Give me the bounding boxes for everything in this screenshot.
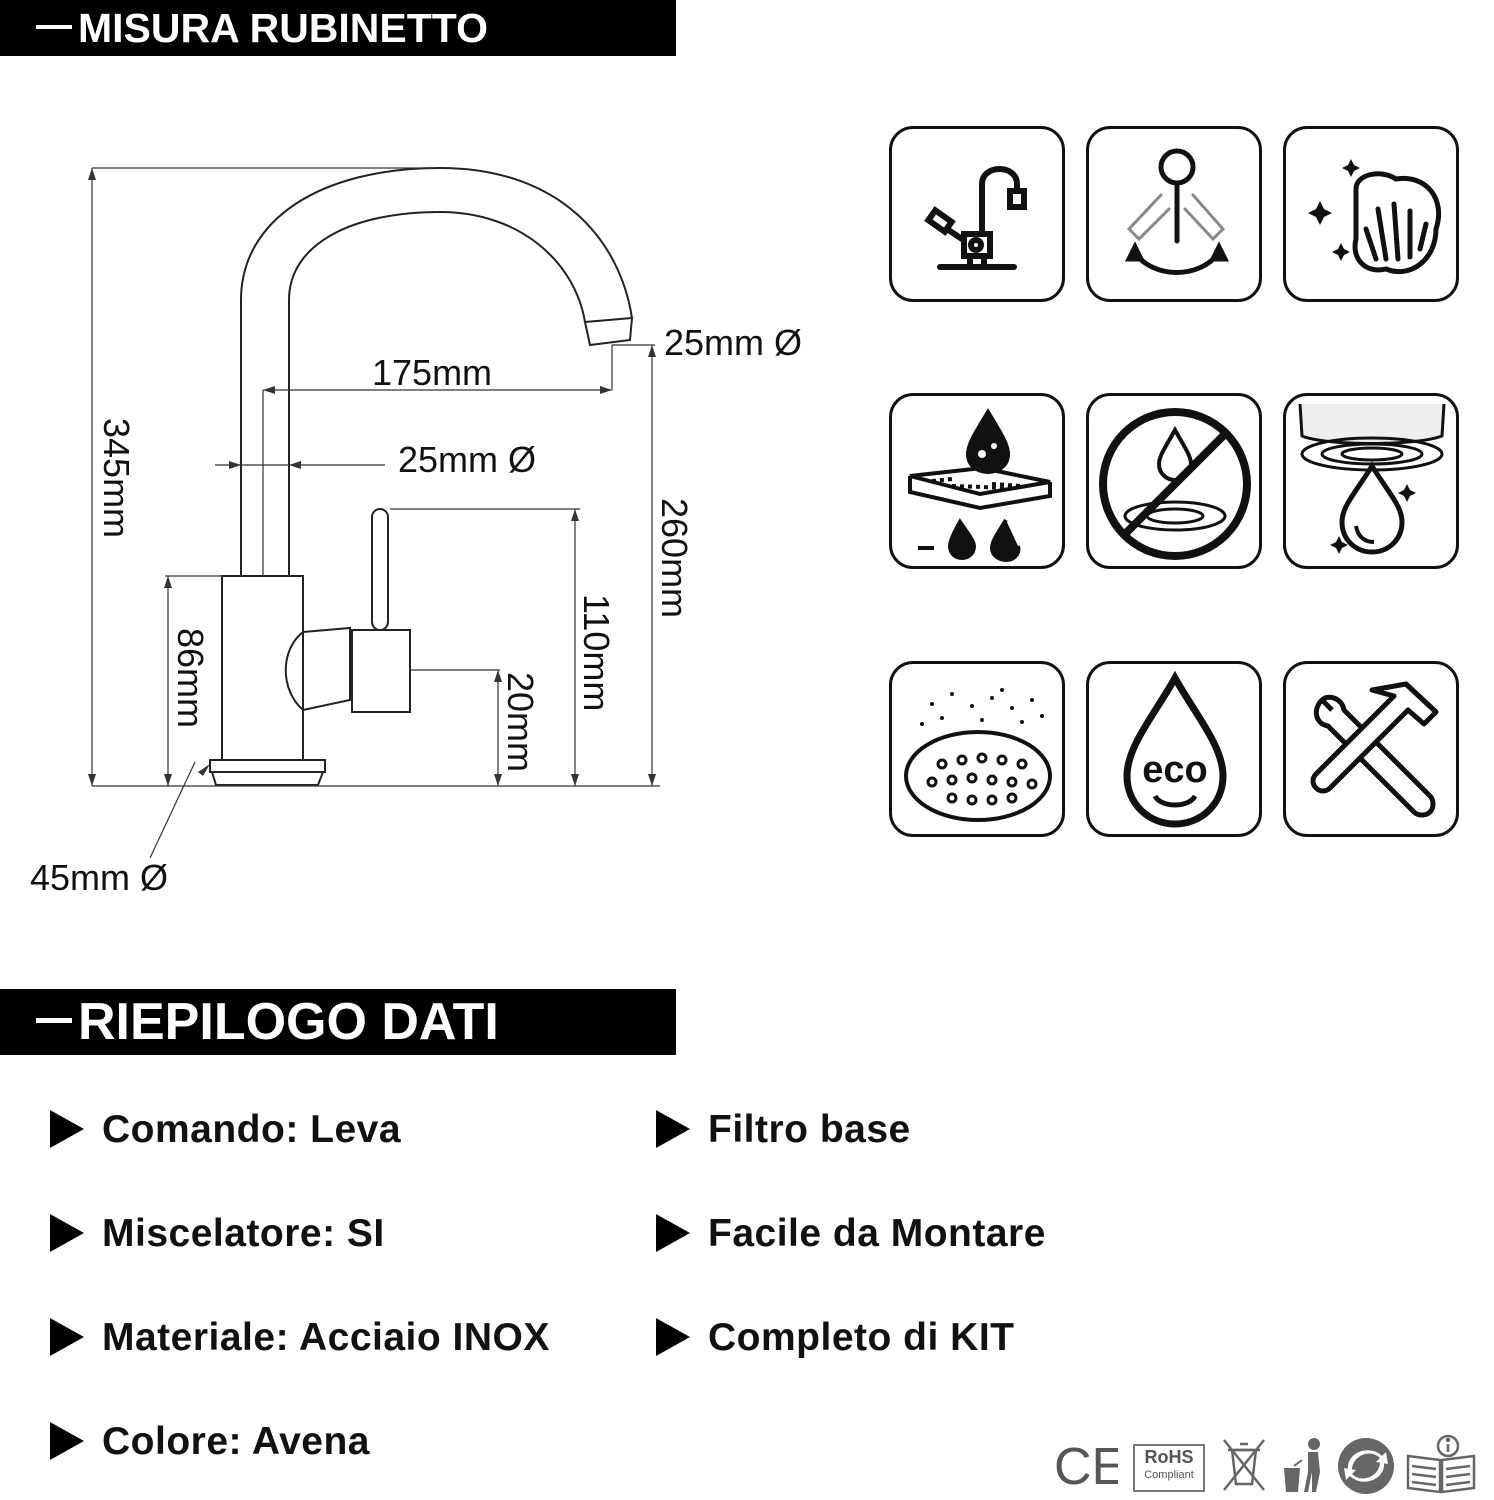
bullet-arrow-icon — [50, 1109, 84, 1148]
spout-inner-outline — [288, 210, 586, 576]
tools-icon — [1283, 661, 1459, 837]
bullet-arrow-icon — [50, 1421, 84, 1460]
faucet-install-icon — [889, 126, 1065, 302]
spec-item: Colore: Avena — [50, 1420, 370, 1464]
spout-tip-outline — [583, 316, 634, 347]
label-body-height: 86mm — [170, 628, 211, 728]
header-dash — [36, 1017, 72, 1023]
faucet-dimension-drawing: 25mm Ø 175mm 25mm Ø 45mm Ø 345mm 260mm 1… — [30, 166, 802, 898]
bullet-arrow-icon — [656, 1317, 690, 1356]
lever-outline — [371, 508, 389, 631]
spec-item: Miscelatore: SI — [50, 1212, 385, 1256]
spec-item: Completo di KIT — [656, 1316, 1014, 1360]
lever-base-outline — [351, 629, 411, 713]
water-resistant-surface-icon — [889, 393, 1065, 569]
label-base-diameter: 45mm Ø — [30, 857, 168, 898]
ce-mark-icon: CE — [1054, 1438, 1118, 1492]
mixer-outline — [302, 626, 351, 711]
easy-clean-hand-icon — [1283, 126, 1459, 302]
label-outlet-height: 20mm — [500, 672, 541, 772]
bullet-arrow-icon — [50, 1213, 84, 1252]
no-drip-icon — [1086, 393, 1262, 569]
section-header-dimensions: MISURA RUBINETTO — [0, 0, 676, 56]
header-dash — [36, 25, 72, 30]
label-total-height: 345mm — [96, 418, 137, 538]
svg-text:eco: eco — [1142, 749, 1207, 791]
read-manual-icon — [1406, 1434, 1476, 1494]
spec-item: Filtro base — [656, 1108, 911, 1152]
section-title-summary: RIEPILOGO DATI — [78, 993, 499, 1051]
section-header-summary: RIEPILOGO DATI — [0, 989, 676, 1055]
weee-bin-icon — [1223, 1439, 1265, 1491]
filter-icon — [889, 661, 1065, 837]
recycle-icon — [1338, 1438, 1394, 1494]
svg-text:CE: CE — [1054, 1438, 1118, 1492]
label-spout-diameter: 25mm Ø — [664, 322, 802, 363]
spec-item: Facile da Montare — [656, 1212, 1046, 1256]
section-title-dimensions: MISURA RUBINETTO — [78, 5, 488, 51]
bullet-arrow-icon — [50, 1317, 84, 1356]
label-body-diameter: 25mm Ø — [398, 439, 536, 480]
dispose-properly-icon — [1284, 1438, 1320, 1492]
bullet-arrow-icon — [656, 1109, 690, 1148]
spec-item: Comando: Leva — [50, 1108, 401, 1152]
aerator-clean-water-icon — [1283, 393, 1459, 569]
label-reach: 175mm — [372, 352, 492, 393]
label-lever-height: 110mm — [576, 594, 617, 711]
eco-water-drop-icon: eco — [1086, 661, 1262, 837]
base-outline — [209, 759, 326, 773]
rohs-mark-icon: RoHS Compliant — [1133, 1444, 1205, 1492]
label-spout-height: 260mm — [654, 498, 695, 618]
spec-item: Materiale: Acciaio INOX — [50, 1316, 550, 1360]
body-outline — [221, 575, 304, 761]
bullet-arrow-icon — [656, 1213, 690, 1252]
lever-rotation-icon — [1086, 126, 1262, 302]
spout-outer-outline — [240, 166, 633, 576]
